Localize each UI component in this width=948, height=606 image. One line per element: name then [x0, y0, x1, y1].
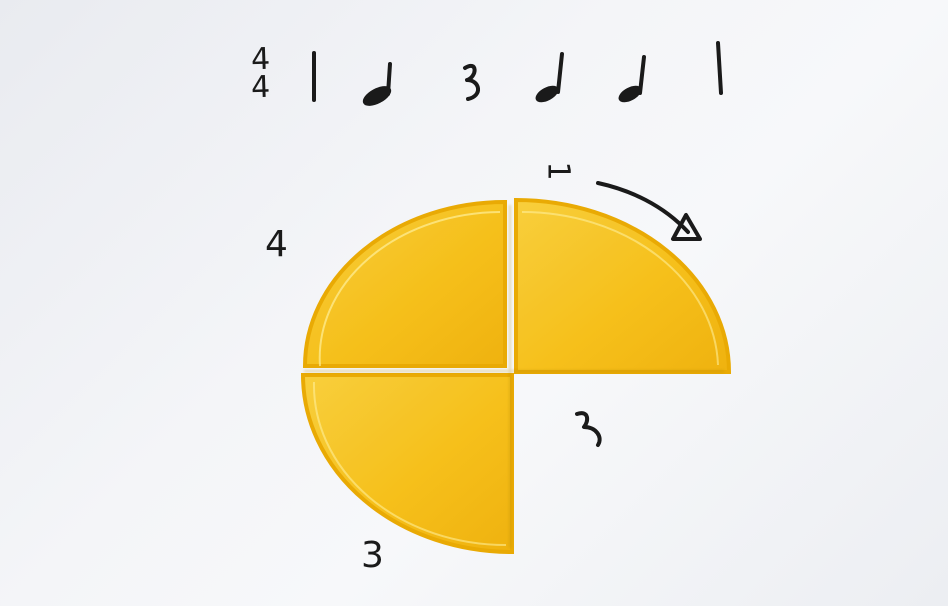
yellow-fraction-disc: [303, 200, 729, 552]
beat-label-4: 4: [265, 227, 288, 263]
quarter-rest-symbol: [465, 66, 478, 99]
arrowhead-icon: [673, 215, 700, 239]
quarter-note-1-stem: [558, 54, 562, 92]
quarter-piece-top-left: [305, 202, 505, 366]
time-signature-bottom: 4: [250, 73, 270, 104]
beat-3-quarter-rest-mark: [577, 413, 600, 445]
beat-label-1: 1: [543, 161, 573, 180]
barline-end: [718, 43, 721, 93]
quarter-note-1-head: [534, 83, 561, 105]
quarter-piece-bottom-left: [303, 375, 512, 552]
beat-label-3: 3: [361, 538, 384, 574]
quarter-piece-top-right: [516, 200, 729, 372]
